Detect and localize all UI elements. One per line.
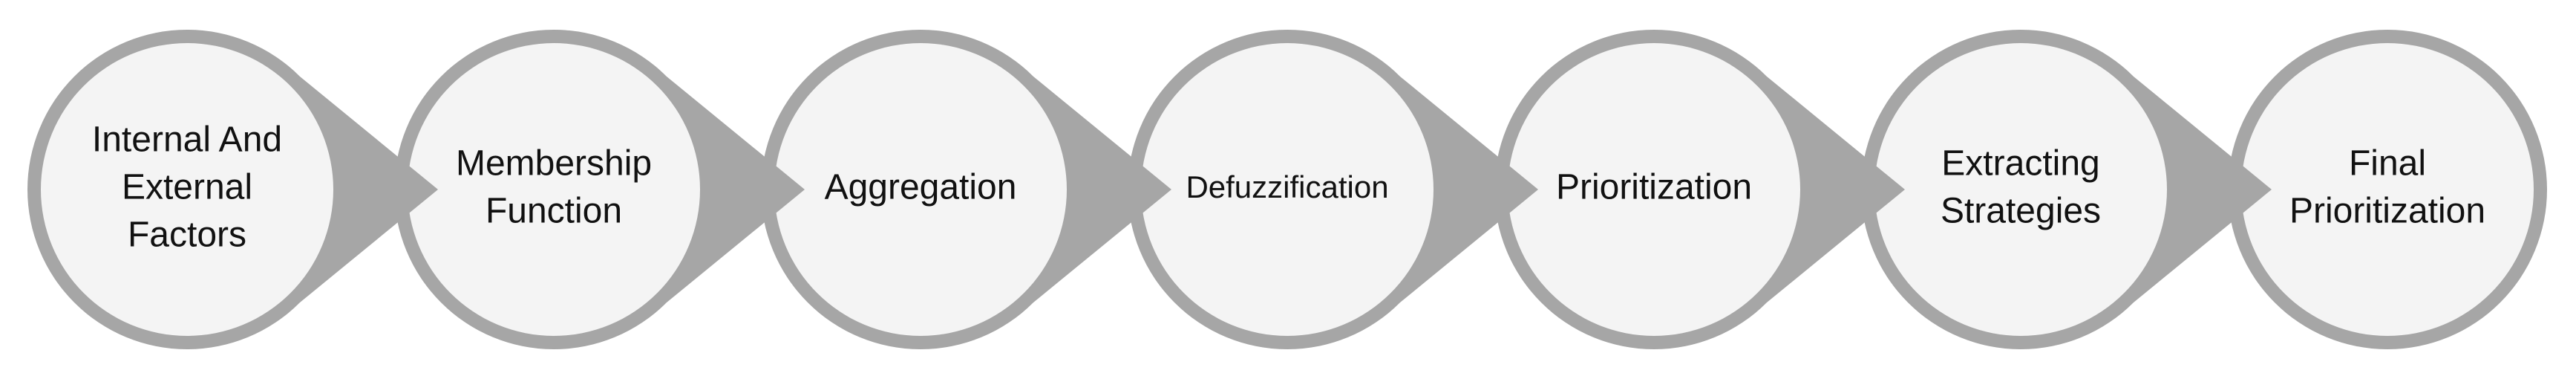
- step-circle: [1508, 43, 1800, 336]
- step-circle: [774, 43, 1067, 336]
- step-label: Factors: [128, 216, 246, 255]
- step-label: Prioritization: [1556, 168, 1752, 207]
- step-circle: [2241, 43, 2534, 336]
- step-label: Aggregation: [825, 168, 1017, 207]
- step-label: Strategies: [1941, 192, 2101, 231]
- step-label: Final: [2349, 144, 2426, 184]
- step-label: Prioritization: [2289, 192, 2485, 231]
- step-label: Extracting: [1941, 144, 2099, 184]
- step-circle: [41, 43, 333, 336]
- step-label: Membership: [456, 144, 652, 184]
- step-circle: [1141, 43, 1434, 336]
- step-label: Internal And: [92, 120, 282, 160]
- step-label: Defuzzification: [1186, 169, 1388, 204]
- step-circle: [408, 43, 700, 336]
- process-step-5: Prioritization: [1494, 30, 1905, 349]
- process-step-4: Defuzzification: [1128, 30, 1538, 349]
- step-label: External: [122, 168, 252, 207]
- process-step-3: Aggregation: [761, 30, 1171, 349]
- step-circle: [1874, 43, 2167, 336]
- step-label: Function: [486, 192, 622, 231]
